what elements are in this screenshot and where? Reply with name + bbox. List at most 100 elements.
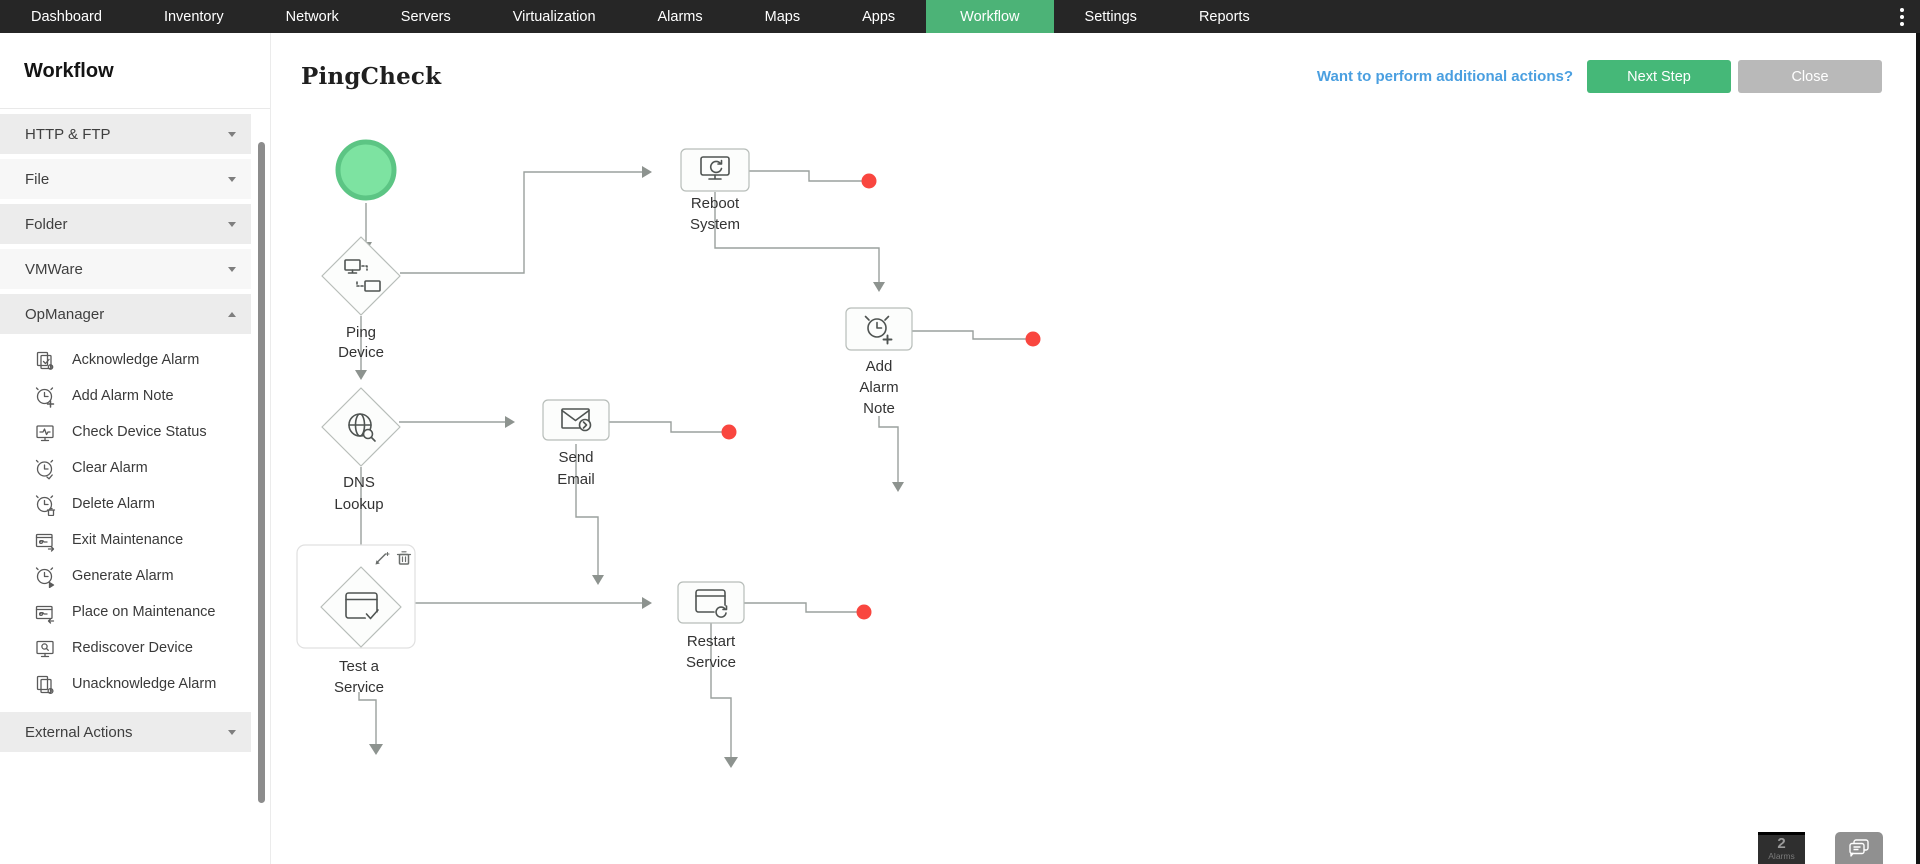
opmanager-action-list: Acknowledge Alarm Add Alarm Note — [0, 334, 270, 707]
sidebar-group-folder[interactable]: Folder — [0, 204, 251, 244]
monitor-search-icon — [36, 640, 54, 658]
sidebar-group-opmanager[interactable]: OpManager — [0, 294, 251, 334]
endpoint-dot-restart[interactable] — [856, 604, 872, 620]
group-label: VMWare — [25, 260, 83, 278]
chevron-up-icon — [228, 311, 236, 317]
alarm-count-widget[interactable]: 2 Alarms — [1758, 832, 1805, 864]
monitor-pulse-icon — [36, 425, 54, 442]
sidebar-scrollbar[interactable] — [258, 142, 265, 803]
collapsed-right-panel-edge[interactable] — [1916, 33, 1920, 864]
node-reboot-system[interactable]: Reboot System — [680, 148, 750, 233]
add-alarm-note-icon — [864, 315, 893, 345]
dns-lookup-icon — [348, 413, 376, 442]
sidebar-item-exit-maintenance[interactable]: Exit Maintenance — [0, 523, 270, 559]
sidebar-item-rediscover-device[interactable]: Rediscover Device — [0, 631, 270, 667]
nav-item-virtualization[interactable]: Virtualization — [512, 8, 596, 25]
workflow-sidebar: Workflow HTTP & FTP File Folder VMWare O… — [0, 33, 270, 864]
edit-node-icon[interactable] — [375, 551, 390, 565]
kebab-menu-icon[interactable] — [1884, 0, 1920, 33]
node-ping-device[interactable]: Ping Device — [321, 236, 401, 361]
sidebar-title: Workflow — [0, 33, 270, 109]
clock-check-icon — [35, 459, 54, 480]
item-label: Delete Alarm — [72, 496, 156, 513]
item-label: Generate Alarm — [72, 568, 174, 585]
node-label: Send — [558, 449, 593, 466]
sidebar-group-external-actions[interactable]: External Actions — [0, 712, 251, 752]
node-restart-service[interactable]: Restart Service — [677, 581, 745, 671]
chevron-down-icon — [228, 221, 236, 227]
endpoint-dot-add-note[interactable] — [1025, 331, 1041, 347]
sidebar-item-check-device-status[interactable]: Check Device Status — [0, 415, 270, 451]
sidebar-item-clear-alarm[interactable]: Clear Alarm — [0, 451, 270, 487]
alarm-count-label: Alarms — [1768, 851, 1795, 861]
node-label: Service — [334, 679, 384, 696]
close-button[interactable]: Close — [1738, 60, 1882, 93]
node-label: Ping — [346, 324, 376, 341]
node-label: Service — [686, 654, 736, 671]
clock-delete-icon — [35, 495, 56, 516]
nav-item-network[interactable]: Network — [285, 8, 339, 25]
sidebar-item-generate-alarm[interactable]: Generate Alarm — [0, 559, 270, 595]
window-arrow-out-icon — [35, 533, 55, 552]
node-label: Note — [863, 400, 895, 417]
item-label: Exit Maintenance — [72, 532, 184, 549]
node-dns-lookup[interactable]: DNS Lookup — [321, 387, 401, 513]
workflow-edges — [355, 166, 1026, 768]
node-test-a-service[interactable]: Test a Service — [296, 544, 416, 696]
item-label: Unacknowledge Alarm — [72, 676, 217, 693]
node-send-email[interactable]: Send Email — [542, 399, 610, 488]
chevron-down-icon — [228, 729, 236, 735]
next-step-button[interactable]: Next Step — [1587, 60, 1731, 93]
sidebar-item-unacknowledge-alarm[interactable]: Unacknowledge Alarm — [0, 667, 270, 703]
chat-widget[interactable] — [1835, 832, 1883, 864]
workflow-canvas[interactable]: Ping Device Reboot System — [271, 120, 1920, 864]
nav-spacer — [1281, 0, 1884, 33]
nav-item-inventory[interactable]: Inventory — [163, 8, 224, 25]
test-service-icon — [345, 592, 379, 623]
nav-item-alarms[interactable]: Alarms — [657, 8, 703, 25]
node-start[interactable] — [335, 139, 397, 201]
endpoint-dot-reboot[interactable] — [861, 173, 877, 189]
nav-item-workflow[interactable]: Workflow — [926, 0, 1054, 33]
nav-item-maps[interactable]: Maps — [764, 8, 801, 25]
group-label: File — [25, 170, 50, 188]
node-label: DNS — [343, 474, 375, 491]
group-label: Folder — [25, 215, 68, 233]
item-label: Clear Alarm — [72, 460, 148, 477]
workflow-header: PingCheck Want to perform additional act… — [271, 33, 1920, 120]
delete-node-icon[interactable] — [396, 551, 412, 565]
pages-clock-icon — [36, 675, 54, 695]
node-label: Add — [866, 358, 893, 375]
restart-service-icon — [695, 589, 728, 618]
nav-item-servers[interactable]: Servers — [400, 8, 451, 25]
group-label: External Actions — [25, 723, 133, 741]
node-label: Reboot — [691, 195, 740, 212]
sidebar-item-delete-alarm[interactable]: Delete Alarm — [0, 487, 270, 523]
node-label: Lookup — [334, 496, 383, 513]
chevron-down-icon — [228, 266, 236, 272]
sidebar-item-place-on-maintenance[interactable]: Place on Maintenance — [0, 595, 270, 631]
clock-plus-icon — [35, 387, 55, 408]
sidebar-item-acknowledge-alarm[interactable]: Acknowledge Alarm — [0, 343, 270, 379]
node-label: System — [690, 216, 740, 233]
send-email-icon — [561, 408, 592, 432]
sidebar-item-add-alarm-note[interactable]: Add Alarm Note — [0, 379, 270, 415]
node-add-alarm-note[interactable]: Add Alarm Note — [845, 307, 913, 417]
item-label: Rediscover Device — [72, 640, 193, 657]
ping-device-icon — [344, 259, 381, 292]
alarm-count: 2 — [1777, 835, 1786, 852]
additional-actions-link[interactable]: Want to perform additional actions? — [1316, 68, 1573, 85]
nav-item-apps[interactable]: Apps — [862, 8, 896, 25]
chevron-down-icon — [228, 131, 236, 137]
sidebar-group-http-ftp[interactable]: HTTP & FTP — [0, 114, 251, 154]
nav-item-reports[interactable]: Reports — [1198, 8, 1250, 25]
pages-check-icon — [36, 351, 54, 370]
nav-item-settings[interactable]: Settings — [1084, 8, 1137, 25]
sidebar-group-vmware[interactable]: VMWare — [0, 249, 251, 289]
nav-item-dashboard[interactable]: Dashboard — [31, 8, 102, 25]
endpoint-dot-send-email[interactable] — [721, 424, 737, 440]
item-label: Acknowledge Alarm — [72, 352, 200, 369]
edge-endpoints — [721, 173, 1041, 620]
sidebar-group-file[interactable]: File — [0, 159, 251, 199]
